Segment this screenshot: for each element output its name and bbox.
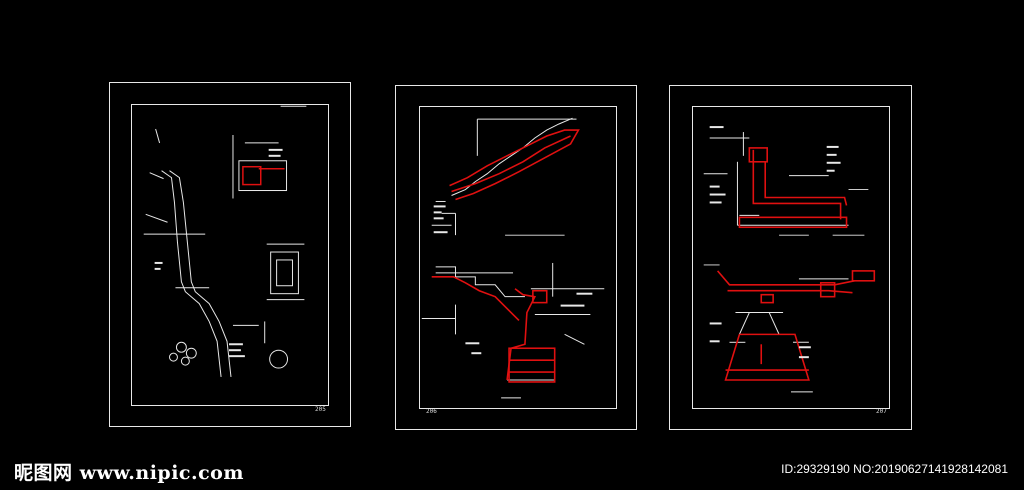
- sheet-3-page-number: 207: [876, 408, 887, 415]
- sheet-3-frame: [692, 106, 890, 409]
- sheet-1-page-number: 205: [315, 406, 326, 413]
- drawing-sheet-2: 206: [395, 85, 637, 430]
- sheet-2-frame: [419, 106, 617, 409]
- watermark-brand: 昵图网 www.nipic.com: [14, 462, 244, 484]
- sheet-2-drawing: [421, 117, 605, 399]
- drawing-sheet-1: 205: [109, 82, 351, 427]
- drawing-sheet-3: 207: [669, 85, 912, 430]
- sheet-1-drawing: [143, 105, 307, 378]
- sheet-3-drawing: [703, 126, 876, 393]
- image-id-text: ID:29329190 NO:20190627141928142081: [781, 462, 1008, 476]
- sheet-1-frame: [131, 104, 329, 406]
- sheet-2-page-number: 206: [426, 408, 437, 415]
